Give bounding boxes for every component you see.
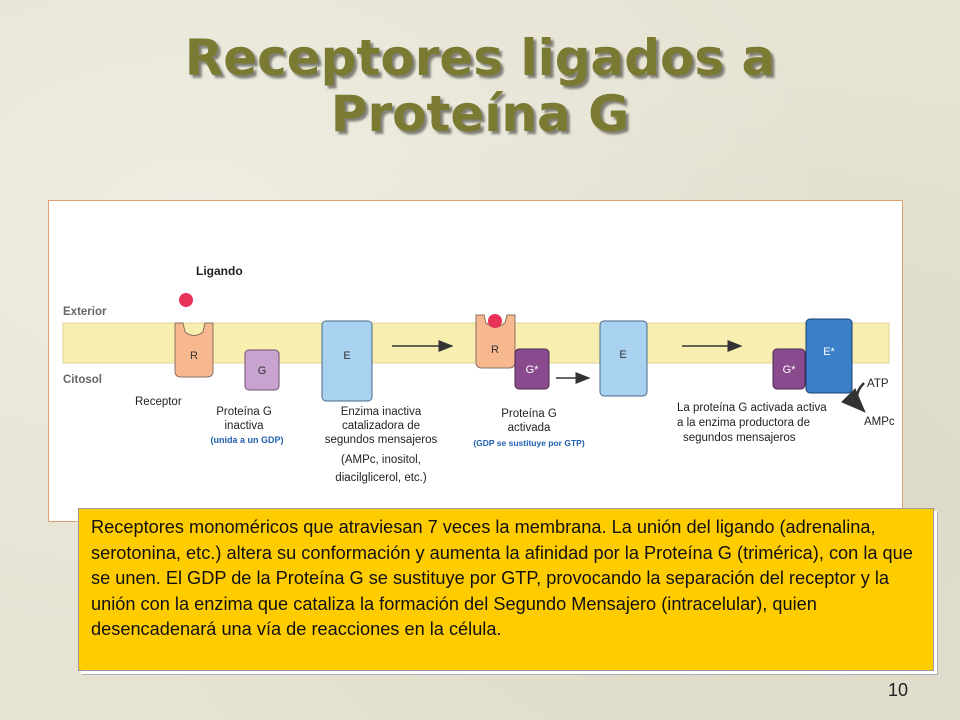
label-citosol: Citosol [63,374,102,386]
receptor-2-letter: R [491,344,499,356]
label-gprot-activada-1: Proteína G [501,408,557,420]
label-enzima-4: (AMPc, inositol, [341,454,421,466]
diagram-canvas: Exterior Citosol Ligando R Receptor G Pr… [62,264,895,484]
slide-title: Receptores ligados a Proteína G [0,30,960,142]
label-receptor: Receptor [135,396,182,408]
title-line-2: Proteína G [330,85,630,143]
g-protein-inactive [244,349,280,391]
enzyme-active [805,318,853,394]
g-protein-active-2-letter: G* [783,364,797,376]
atp-ampc-arrow [841,382,866,413]
label-ampc: AMPc [864,416,895,428]
enzyme-inactive-2 [599,320,648,397]
label-enzima-5: diacilglicerol, etc.) [335,472,427,484]
title-line-1: Receptores ligados a [184,29,776,87]
label-exterior: Exterior [63,306,107,318]
enzyme-inactive-letter: E [343,350,350,362]
enzyme-inactive [321,320,373,402]
ligand-free [179,293,193,307]
label-activa-3: segundos mensajeros [683,432,796,444]
ligand-bound [488,314,502,328]
label-gprot-activada-2: activada [508,422,551,434]
label-atp: ATP [867,378,889,390]
label-enzima-1: Enzima inactiva [341,406,422,418]
page-number: 10 [887,680,908,700]
g-protein-inactive-letter: G [258,365,267,377]
label-gprot-inactiva-2: inactiva [225,420,265,432]
label-ligando: Ligando [196,264,243,278]
label-gprot-activada-note: (GDP se sustituye por GTP) [473,438,584,448]
label-gprot-inactiva-1: Proteína G [216,406,272,418]
receptor-1-letter: R [190,350,198,362]
label-activa-2: a la enzima productora de [677,417,810,429]
label-activa-1: La proteína G activada activa [677,402,827,414]
label-enzima-2: catalizadora de [342,420,420,432]
g-protein-active-letter: G* [526,364,540,376]
label-enzima-3: segundos mensajeros [325,434,438,446]
explanation-text: Receptores monoméricos que atraviesan 7 … [91,517,913,639]
explanation-box: Receptores monoméricos que atraviesan 7 … [78,508,934,671]
label-gprot-inactiva-note: (unida a un GDP) [211,435,284,445]
enzyme-inactive-2-letter: E [619,349,626,361]
signaling-diagram: Exterior Citosol Ligando R Receptor G Pr… [48,200,903,522]
g-protein-active-2 [772,348,806,390]
receptor-1-shape [174,322,214,378]
g-protein-active [514,348,550,390]
enzyme-active-letter: E* [823,346,835,358]
